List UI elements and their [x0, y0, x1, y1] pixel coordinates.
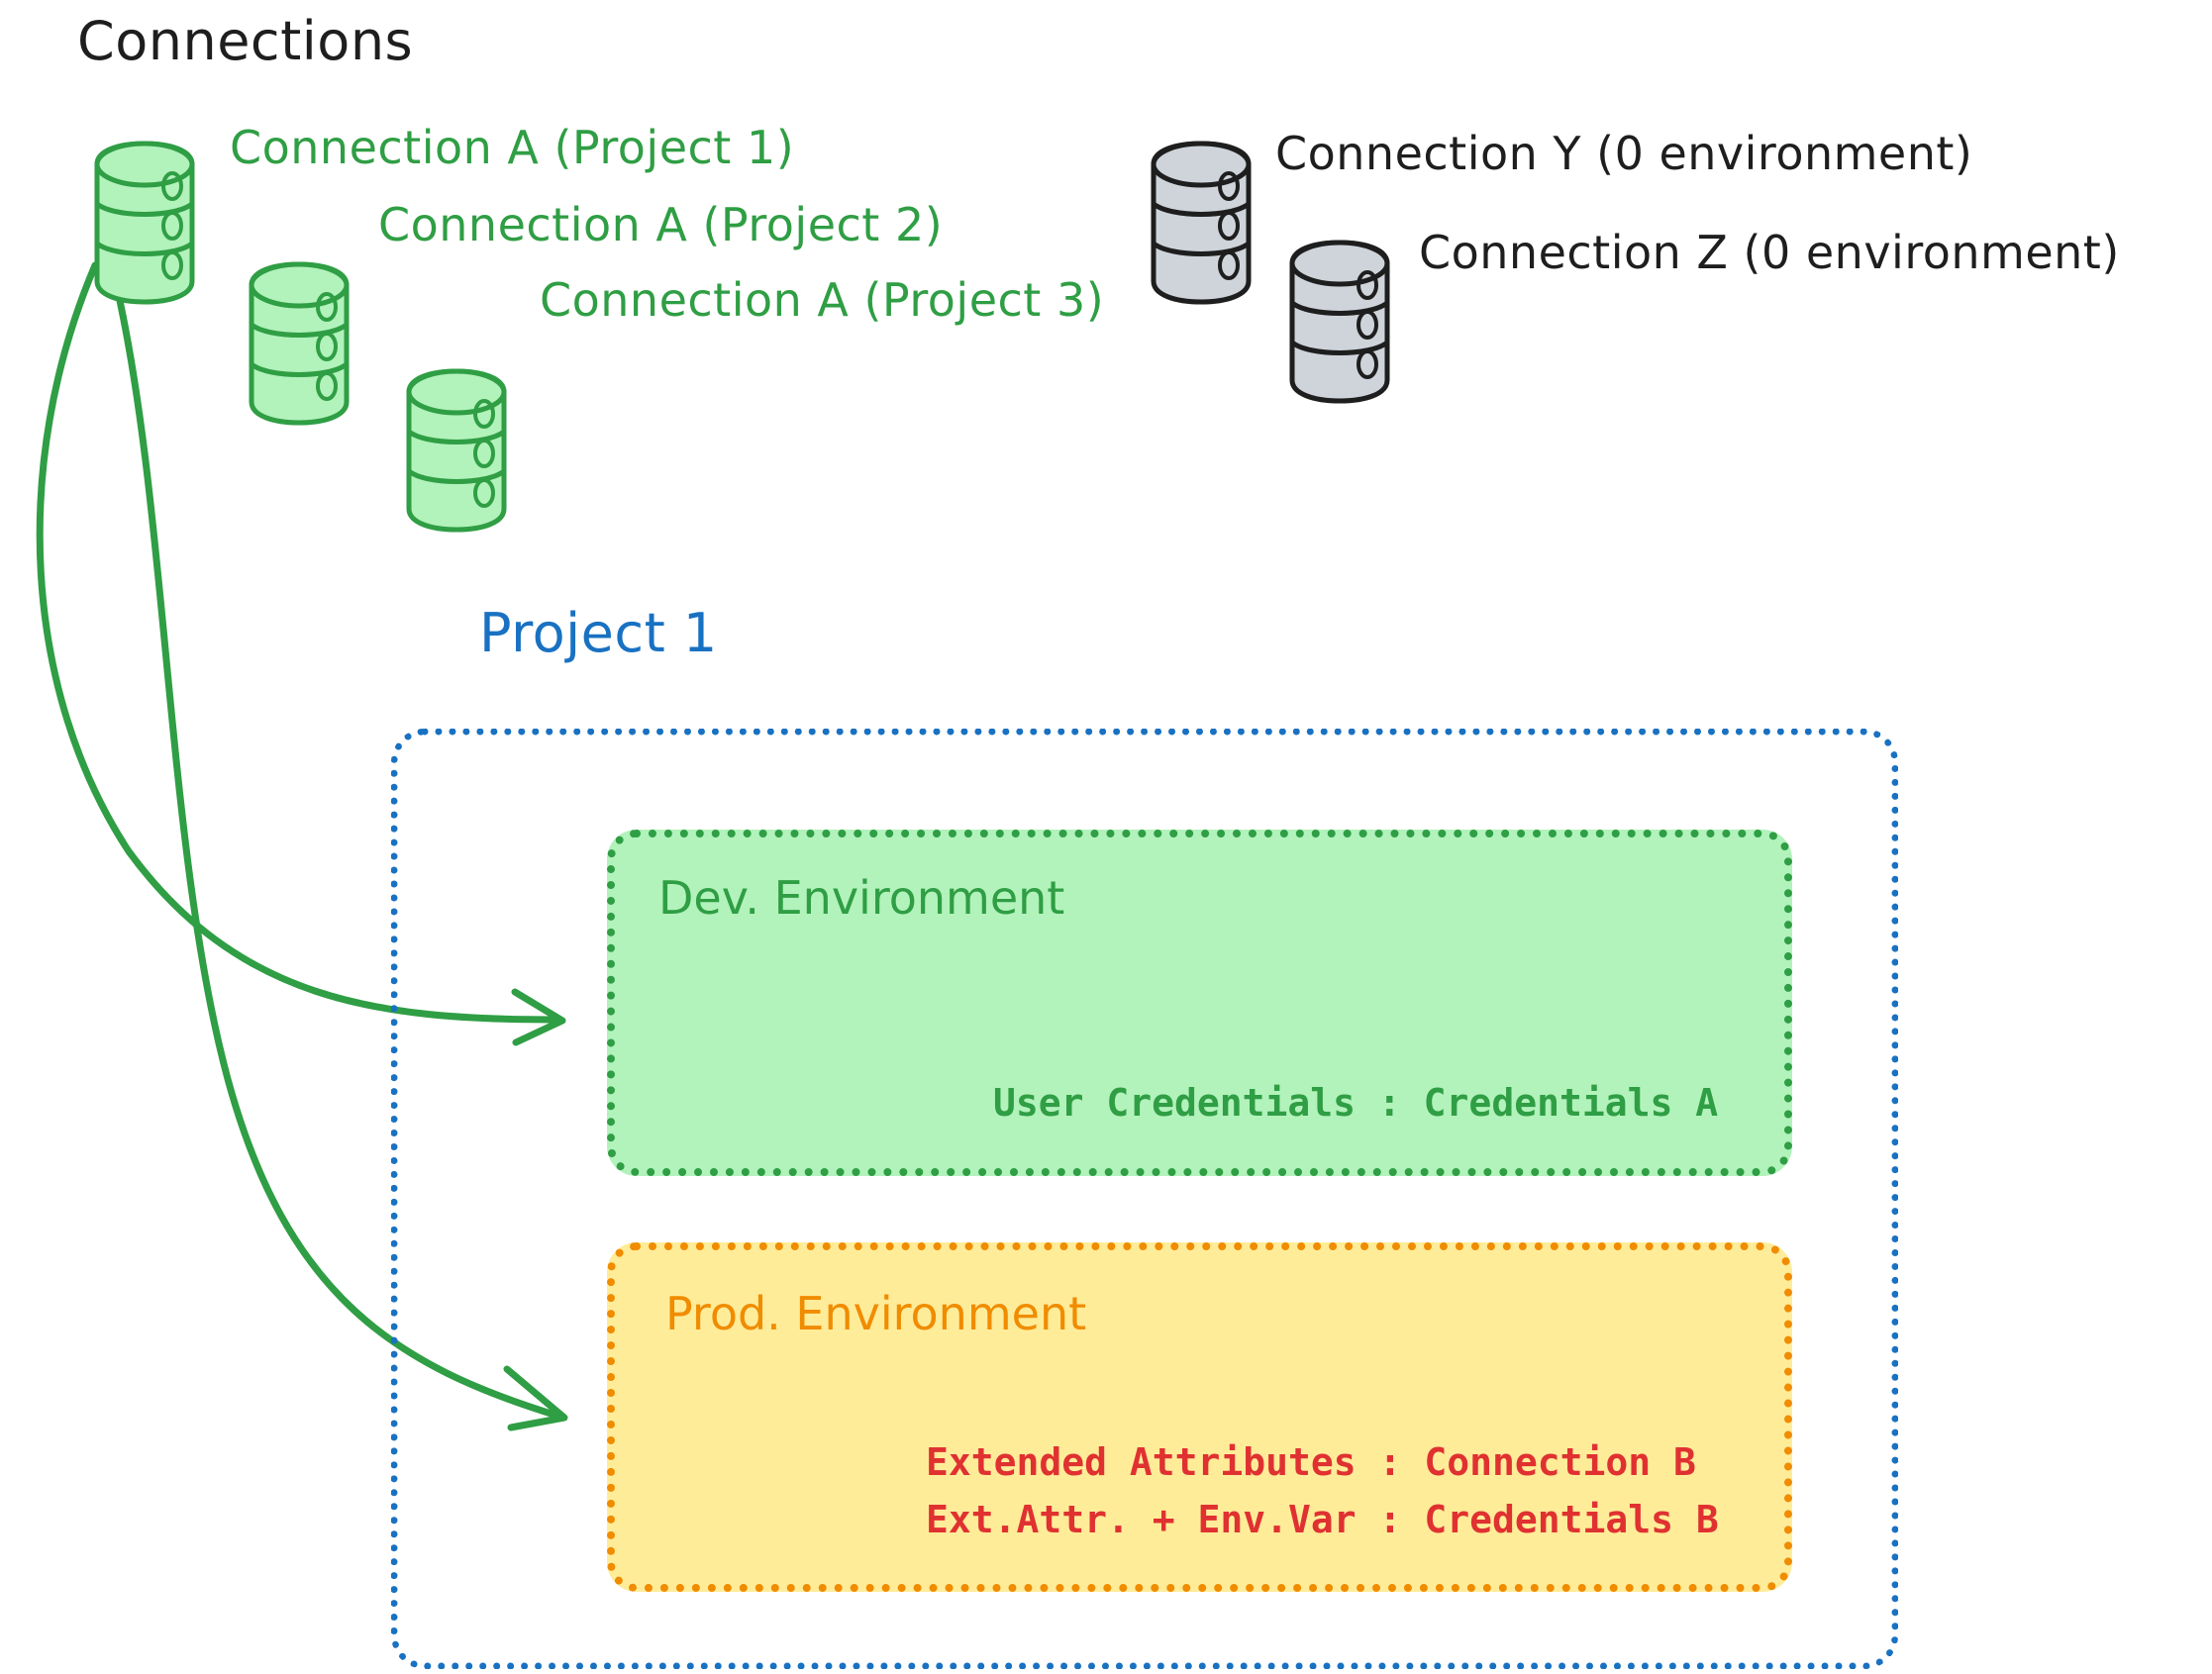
prod-environment-title: Prod. Environment [665, 1287, 1087, 1340]
dev-environment-box [607, 830, 1792, 1176]
dev-environment-title: Dev. Environment [658, 871, 1065, 925]
project-1-container [391, 729, 1898, 1669]
project-title: Project 1 [479, 602, 718, 664]
database-icon-connection-a-project-3 [406, 368, 507, 533]
connection-label-a-project-1: Connection A (Project 1) [230, 121, 795, 174]
prod-environment-env-var-line: Ext.Attr. + Env.Var : Credentials B [926, 1498, 1719, 1541]
database-icon-connection-z [1289, 240, 1390, 404]
dev-environment-credentials-line: User Credentials : Credentials A [993, 1081, 1719, 1125]
connection-label-a-project-3: Connection A (Project 3) [540, 273, 1105, 327]
database-icon-connection-y [1151, 141, 1252, 305]
connection-label-a-project-2: Connection A (Project 2) [378, 198, 944, 251]
database-icon-connection-a-project-1 [94, 141, 195, 305]
connection-label-y: Connection Y (0 environment) [1275, 127, 1973, 180]
connection-label-z: Connection Z (0 environment) [1419, 226, 2120, 279]
database-icon-connection-a-project-2 [249, 261, 350, 426]
page-title: Connections [77, 10, 414, 72]
prod-environment-extended-attributes-line: Extended Attributes : Connection B [926, 1440, 1696, 1484]
prod-environment-box [607, 1242, 1792, 1592]
